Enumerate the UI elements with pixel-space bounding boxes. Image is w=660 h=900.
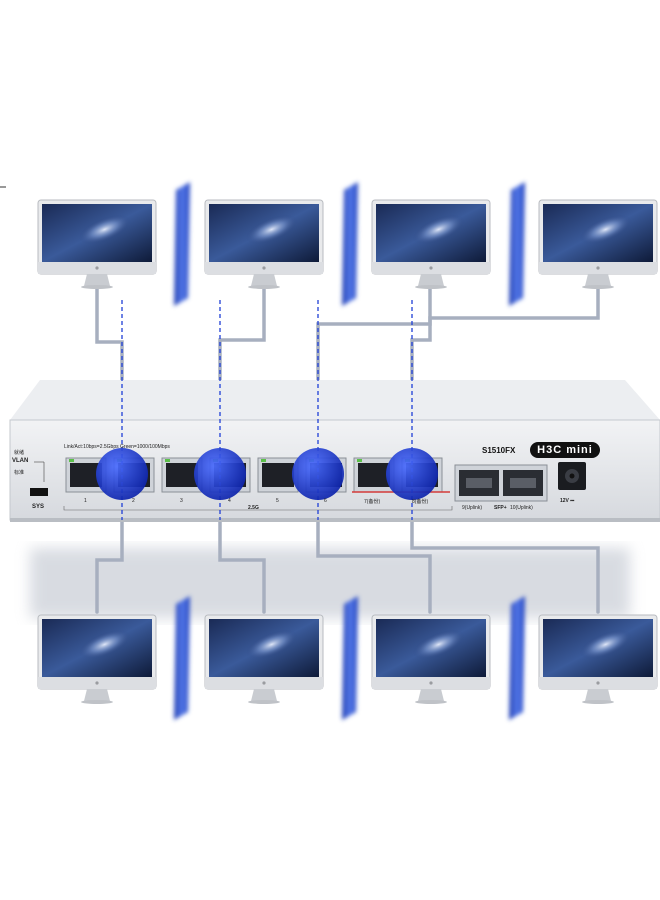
group-2-5g-bracket (63, 506, 453, 511)
top-cables (95, 286, 600, 392)
port-number-label: 5 (276, 498, 279, 504)
port-marker-8 (386, 448, 438, 500)
led-label-vlan: VLAN (12, 458, 29, 464)
monitor-icon (37, 614, 157, 705)
port-number-label: 1 (84, 498, 87, 504)
monitor-icon (204, 614, 324, 705)
separator-bottom-1 (174, 596, 190, 720)
port-marker-2 (96, 448, 148, 500)
power-label: 12V ⎓ (560, 498, 575, 504)
separator-bottom-3 (509, 596, 525, 720)
bottom-cable-haze (30, 548, 630, 618)
monitor-icon (204, 199, 324, 290)
sfp-label-10: 10(Uplink) (510, 505, 533, 511)
separator-top-2 (342, 182, 358, 306)
port-number-label: 3 (180, 498, 183, 504)
vlan-separators (174, 182, 525, 720)
port-number-label: 7(备份) (364, 499, 381, 505)
port-marker-4 (194, 448, 246, 500)
switch-chassis (9, 380, 660, 522)
sfp-label-9: 9(Uplink) (462, 505, 483, 511)
monitor-icon (538, 199, 658, 290)
group-2-5g-label: 2.5G (248, 505, 259, 511)
sfp-ports (454, 464, 548, 502)
separator-top-1 (174, 182, 190, 306)
sys-label: SYS (32, 504, 45, 510)
separator-top-3 (509, 182, 525, 306)
port-marker-6 (292, 448, 344, 500)
port-markers (96, 448, 438, 500)
monitor-icon (371, 614, 491, 705)
led-panel (30, 461, 48, 496)
switch-model: S1510FX (482, 446, 516, 455)
power-jack (558, 462, 586, 490)
sys-led (30, 488, 48, 496)
monitor-icon (371, 199, 491, 290)
port-number-label: 6 (324, 498, 327, 504)
port-number-label: 2 (132, 498, 135, 504)
monitor-icon (538, 614, 658, 705)
monitor-icon (37, 199, 157, 290)
port-number-label: 8(备份) (412, 499, 429, 505)
port-number-label: 4 (228, 498, 231, 504)
indicator-legend: Link/Act:10bps=2.5Gbps Green=1000/100Mbp… (64, 444, 170, 450)
rj45-port-5[interactable] (257, 457, 299, 493)
brand-logo: H3C mini (530, 442, 600, 458)
sfp-label-sfpplus: SFP+ (494, 505, 507, 511)
separator-bottom-2 (342, 596, 358, 720)
bottom-cables (95, 518, 600, 614)
led-label-standard: 标准 (14, 470, 25, 476)
led-label-ready: 就绪 (14, 450, 25, 456)
